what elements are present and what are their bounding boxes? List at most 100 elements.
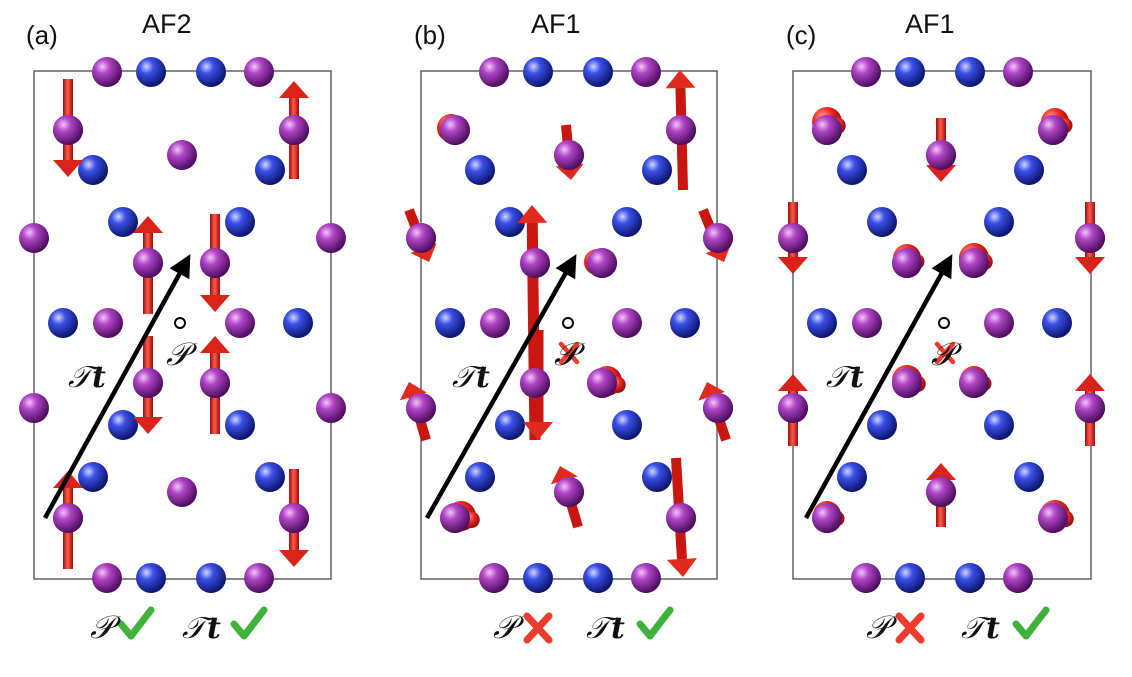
panel-c	[778, 57, 1105, 644]
panel-b-title: AF1	[531, 9, 581, 39]
panel-c-t-symbol: t	[850, 360, 864, 395]
panel-c-title: AF1	[905, 9, 955, 39]
nonmagnetic-atom	[642, 155, 672, 185]
cross-icon	[895, 612, 925, 644]
nonmagnetic-atom	[78, 462, 108, 492]
magnetic-atom	[812, 115, 842, 145]
nonmagnetic-atom	[136, 57, 166, 87]
magnetic-atom	[1038, 503, 1068, 533]
panel-a-t-symbol: t	[92, 360, 106, 395]
nonmagnetic-atom	[583, 57, 613, 87]
panel-c-footer-t: t	[986, 611, 1000, 646]
panel-a-title: AF2	[142, 9, 192, 39]
magnetic-atom	[631, 57, 661, 87]
panel-a-footer-P: 𝒫	[90, 608, 122, 646]
nonmagnetic-atom	[255, 155, 285, 185]
magnetic-atom	[244, 563, 274, 593]
nonmagnetic-atom	[495, 410, 525, 440]
nonmagnetic-atom	[1014, 462, 1044, 492]
magnetic-atom	[167, 140, 197, 170]
nonmagnetic-atom	[867, 207, 897, 237]
cross-icon	[558, 341, 580, 365]
nonmagnetic-atom	[1014, 155, 1044, 185]
nonmagnetic-atom	[435, 308, 465, 338]
nonmagnetic-atom	[465, 462, 495, 492]
nonmagnetic-atom	[255, 462, 285, 492]
magnetic-atom	[959, 248, 989, 278]
check-icon	[117, 606, 155, 640]
panel-b-footer-P: 𝒫	[493, 608, 525, 646]
magnetic-atom	[133, 368, 163, 398]
panel-a-P-symbol: 𝒫	[166, 335, 198, 373]
magnetic-atom	[316, 223, 346, 253]
nonmagnetic-atom	[48, 308, 78, 338]
nonmagnetic-atom	[1042, 308, 1072, 338]
magnetic-atom	[554, 477, 584, 507]
magnetic-atom	[892, 248, 922, 278]
nonmagnetic-atom	[984, 410, 1014, 440]
check-icon	[230, 606, 268, 640]
magnetic-atom	[631, 563, 661, 593]
nonmagnetic-atom	[670, 308, 700, 338]
panel-b-footer-t: t	[611, 611, 625, 646]
magnetic-atom	[19, 223, 49, 253]
magnetic-atom	[703, 393, 733, 423]
nonmagnetic-atom	[807, 308, 837, 338]
panel-b-tag: (b)	[414, 20, 446, 50]
panel-b	[399, 57, 733, 644]
nonmagnetic-atom	[78, 155, 108, 185]
unit-cell-border	[33, 70, 332, 580]
magnetic-atom	[440, 115, 470, 145]
magnetic-atom	[92, 563, 122, 593]
nonmagnetic-atom	[465, 155, 495, 185]
nonmagnetic-atom	[283, 308, 313, 338]
magnetic-atom	[587, 248, 617, 278]
translation-arrow	[425, 254, 577, 520]
panel-a	[19, 57, 346, 640]
magnetic-atom	[53, 115, 83, 145]
magnetic-atom	[666, 115, 696, 145]
magnetic-atom	[92, 57, 122, 87]
inversion-center-icon	[562, 317, 574, 329]
nonmagnetic-atom	[108, 410, 138, 440]
magnetic-atom	[93, 308, 123, 338]
magnetic-atom	[587, 368, 617, 398]
magnetic-atom	[479, 57, 509, 87]
magnetic-atom	[200, 248, 230, 278]
magnetic-atom	[1003, 57, 1033, 87]
magnetic-atom	[1075, 223, 1105, 253]
nonmagnetic-atom	[955, 57, 985, 87]
magnetic-atom	[53, 503, 83, 533]
nonmagnetic-atom	[867, 410, 897, 440]
nonmagnetic-atom	[837, 155, 867, 185]
magnetic-atom	[316, 393, 346, 423]
magnetic-atom	[1003, 563, 1033, 593]
magnetic-atom	[520, 248, 550, 278]
magnetic-atom	[1075, 393, 1105, 423]
magnetic-atom	[279, 503, 309, 533]
cross-icon	[934, 341, 956, 365]
magnetic-atom	[851, 57, 881, 87]
nonmagnetic-atom	[225, 207, 255, 237]
cross-icon	[523, 612, 553, 644]
magnetic-atom	[279, 115, 309, 145]
magnetic-atom	[520, 368, 550, 398]
inversion-center-icon	[174, 317, 186, 329]
magnetic-atom	[1038, 115, 1068, 145]
panel-b-t-symbol: t	[476, 360, 490, 395]
check-icon	[636, 606, 674, 640]
magnetic-atom	[851, 563, 881, 593]
magnetic-atom	[244, 57, 274, 87]
magnetic-atom	[480, 308, 510, 338]
magnetic-atom	[852, 308, 882, 338]
magnetic-atom	[703, 223, 733, 253]
magnetic-atom	[479, 563, 509, 593]
nonmagnetic-atom	[196, 563, 226, 593]
magnetic-atom	[778, 393, 808, 423]
magnetic-atom	[778, 223, 808, 253]
magnetic-atom	[554, 140, 584, 170]
magnetic-atom	[167, 477, 197, 507]
magnetic-atom	[926, 477, 956, 507]
panel-b-P-symbol: 𝒫	[554, 335, 586, 373]
magnetic-atom	[440, 503, 470, 533]
